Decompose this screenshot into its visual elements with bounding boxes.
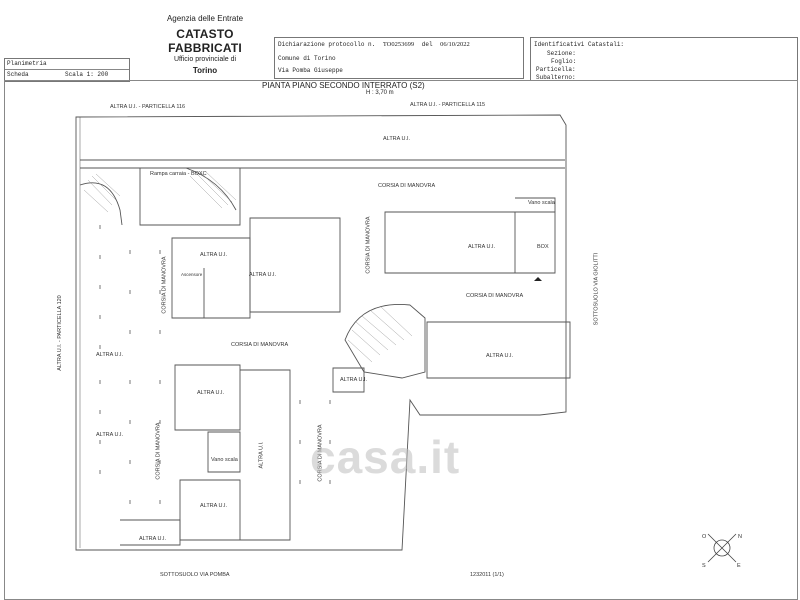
watermark-logo: casa.it xyxy=(310,431,461,483)
label-ascensore: Ascensore xyxy=(181,272,203,277)
subalterno-label: Subalterno: xyxy=(536,74,576,81)
compass-e: E xyxy=(737,563,741,569)
label-corsia-vertical-left: CORSIA DI MANOVRA xyxy=(161,256,168,314)
label-altra-ui-left1: ALTRA U.I. xyxy=(96,352,124,358)
label-altra-ui-bottom: ALTRA U.I. xyxy=(139,536,167,542)
declaration-number: TO0253699 xyxy=(382,41,415,48)
compass-s: S xyxy=(702,563,706,569)
label-altra-ui-lower-vert: ALTRA U.I. xyxy=(258,441,265,469)
label-altra-ui-stair: ALTRA U.I. xyxy=(340,377,368,383)
label-corsia-middle: CORSIA DI MANOVRA xyxy=(231,342,289,348)
city-label: Torino xyxy=(192,66,218,75)
office-label: Ufficio provinciale di xyxy=(173,56,237,63)
label-altra-ui-right1: ALTRA U.I. xyxy=(468,244,496,250)
label-altra-ui-mid2: ALTRA U.I. xyxy=(249,272,277,278)
agency-name: Agenzia delle Entrate xyxy=(166,14,244,23)
compass-n: N xyxy=(738,534,742,540)
declaration-date: 06/10/2022 xyxy=(440,41,470,48)
catasto-title: CATASTO FABBRICATI xyxy=(168,27,242,55)
label-altra-ui-right2: ALTRA U.I. xyxy=(486,353,514,359)
plan-title: PIANTA PIANO SECONDO INTERRATO (S2) xyxy=(262,81,425,90)
label-particella-120: ALTRA U.I. - PARTICELLA 120 xyxy=(56,295,63,371)
foglio-label: Foglio: xyxy=(551,58,577,65)
label-rampa: Rampa carraia - BOXC xyxy=(150,171,207,177)
sheet-info-box: Planimetria Scheda Scala 1: 200 xyxy=(4,58,130,82)
label-corsia-vertical-center: CORSIA DI MANOVRA xyxy=(365,216,372,274)
declaration-label: Dichiarazione protocollo n. xyxy=(278,41,376,48)
comune-label: Comune di Torino xyxy=(278,55,336,62)
compass-o: O xyxy=(702,534,707,540)
label-altra-ui-lower2: ALTRA U.I. xyxy=(200,503,228,509)
label-altra-ui-top: ALTRA U.I. xyxy=(383,136,411,142)
label-vano-scala-lower: Vano scala xyxy=(211,457,238,463)
label-vano-scala-top: Vano scala xyxy=(528,200,555,206)
label-particella-115: ALTRA U.I. - PARTICELLA 115 xyxy=(410,102,486,108)
declaration-box: Dichiarazione protocollo n. TO0253699 de… xyxy=(274,37,524,79)
label-particella-116: ALTRA U.I. - PARTICELLA 116 xyxy=(110,104,186,110)
sezione-label: Sezione: xyxy=(547,50,576,57)
label-box: BOX xyxy=(537,244,549,250)
label-sottosuolo-pomba: SOTTOSUOLO VIA POMBA xyxy=(160,572,230,578)
label-footer-code: 1232011 (1/1) xyxy=(470,572,504,578)
scale-label: Scala 1: 200 xyxy=(65,71,109,78)
compass-rose xyxy=(707,533,737,563)
particella-label: Particella: xyxy=(536,66,576,73)
agency-block: Agenzia delle Entrate CATASTO FABBRICATI… xyxy=(140,14,270,75)
plan-height: H : 3,70 m xyxy=(366,90,394,96)
label-altra-ui-left2: ALTRA U.I. xyxy=(96,432,124,438)
planimetria-label: Planimetria xyxy=(7,60,47,67)
via-label: Via Pomba Giuseppe xyxy=(278,67,343,74)
label-altra-ui-lower1: ALTRA U.I. xyxy=(197,390,225,396)
label-altra-ui-mid1: ALTRA U.I. xyxy=(200,252,228,258)
label-corsia-right: CORSIA DI MANOVRA xyxy=(466,293,524,299)
label-sottosuolo-giolitti: SOTTOSUOLO VIA GIOLITTI xyxy=(593,252,600,326)
label-corsia-top: CORSIA DI MANOVRA xyxy=(378,183,436,189)
identifiers-title: Identificativi Catastali: xyxy=(534,41,625,48)
label-corsia-vertical-lower: CORSIA DI MANOVRA xyxy=(155,422,162,480)
declaration-del: del xyxy=(421,41,433,48)
declaration-text: Dichiarazione protocollo n. TO0253699 de… xyxy=(278,41,470,48)
scheda-label: Scheda xyxy=(7,71,29,78)
